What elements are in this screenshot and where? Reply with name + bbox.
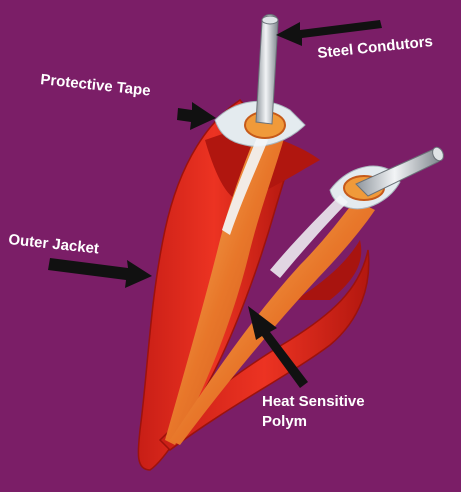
arrow-protective-tape [177, 102, 216, 130]
label-heat-sensitive-line1: Heat Sensitive [262, 393, 365, 410]
steel-conductor-upper-tip [262, 16, 278, 24]
arrow-outer-jacket [48, 258, 152, 288]
label-heat-sensitive-line2: Polym [262, 413, 307, 430]
label-steel-conductors: Steel Condutors [317, 33, 434, 62]
label-outer-jacket: Outer Jacket [8, 231, 100, 257]
label-protective-tape: Protective Tape [40, 71, 152, 99]
